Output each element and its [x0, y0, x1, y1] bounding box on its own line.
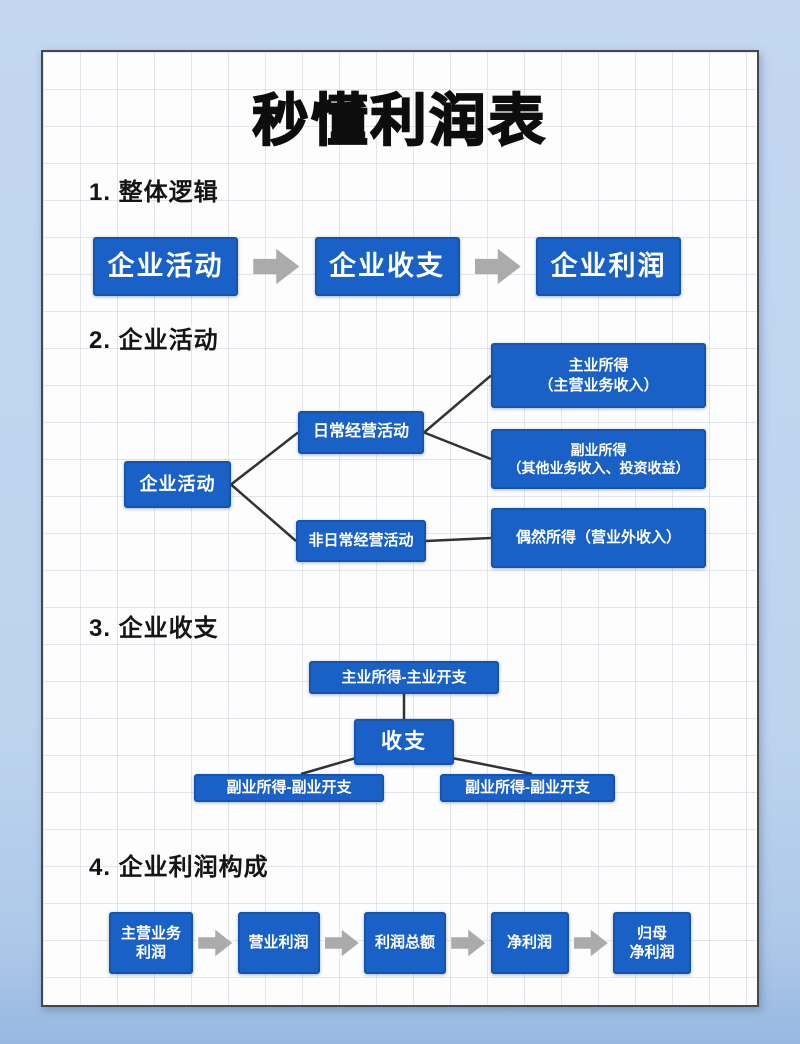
node-occasional-income: 偶然所得（营业外收入）	[491, 508, 706, 568]
node-main-income-expense: 主业所得-主业开支	[309, 661, 499, 694]
node-enterprise-activity: 企业活动	[93, 237, 238, 296]
arrow-right-icon	[474, 248, 521, 285]
arrow-right-icon	[253, 248, 300, 285]
node-main-income: 主业所得 （主营业务收入）	[491, 343, 706, 408]
section4-heading: 4. 企业利润构成	[89, 854, 269, 881]
node-side-income-expense-left: 副业所得-副业开支	[194, 774, 384, 802]
poster-card: 秒懂利润表 1. 整体逻辑 企业活动 企业收支 企业利润 2. 企业活动 企业活…	[41, 50, 759, 1007]
node-enterprise-inout: 企业收支	[314, 237, 460, 296]
node-non-daily-operating: 非日常经营活动	[296, 520, 426, 562]
arrow-right-icon	[324, 929, 359, 957]
node-attributable-net-profit: 归母 净利润	[613, 912, 691, 974]
node-main-business-profit: 主营业务 利润	[109, 912, 193, 974]
node-enterprise-profit: 企业利润	[536, 237, 681, 296]
section1-heading: 1. 整体逻辑	[89, 179, 219, 206]
node-activity-root: 企业活动	[124, 461, 231, 508]
poster-title: 秒懂利润表	[252, 88, 548, 153]
section3-heading: 3. 企业收支	[89, 615, 219, 642]
node-inout-center: 收支	[354, 719, 454, 765]
arrow-right-icon	[451, 929, 486, 957]
section2-heading: 2. 企业活动	[89, 327, 219, 354]
node-side-income: 副业所得 （其他业务收入、投资收益）	[491, 429, 706, 489]
node-operating-profit: 营业利润	[237, 912, 320, 974]
arrow-right-icon	[573, 929, 608, 957]
node-daily-operating: 日常经营活动	[298, 411, 424, 454]
node-net-profit: 净利润	[490, 912, 569, 974]
section1-flow: 企业活动 企业收支 企业利润	[93, 237, 681, 296]
arrow-right-icon	[198, 929, 233, 957]
node-side-income-expense-right: 副业所得-副业开支	[440, 774, 615, 802]
section4-flow: 主营业务 利润 营业利润 利润总额 净利润 归母 净利润	[109, 911, 691, 975]
node-total-profit: 利润总额	[364, 912, 446, 974]
